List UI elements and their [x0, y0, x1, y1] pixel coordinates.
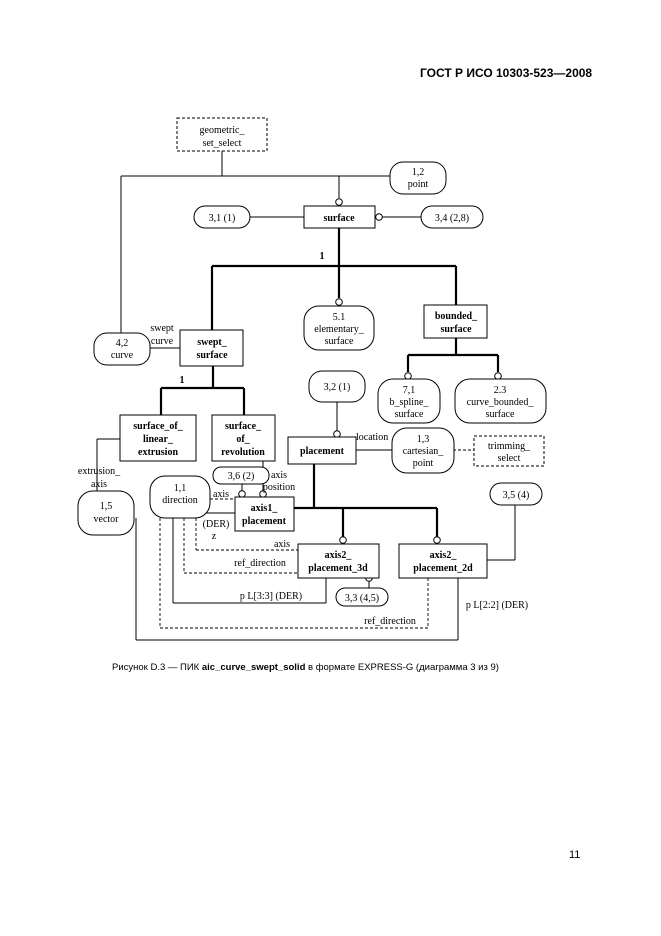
caption-suffix: в формате EXPRESS-G (диаграмма 3 из 9) — [305, 662, 499, 673]
z-label: z — [212, 531, 217, 542]
figure-caption: Рисунок D.3 — ПИК aic_curve_swept_solid … — [112, 662, 499, 673]
svg-text:surface_of_: surface_of_ — [133, 421, 183, 432]
location-label: location — [356, 432, 388, 443]
extrusion-axis-label-2: axis — [91, 479, 107, 490]
svg-text:elementary_: elementary_ — [314, 324, 364, 335]
ref-direction: 1,1 direction — [149, 475, 211, 519]
caption-prefix: Рисунок D.3 — ПИК — [112, 662, 202, 673]
ref-3-6: 3,6 (2) — [212, 466, 270, 485]
ref-curve-4-2: 4,2 curve — [93, 332, 151, 366]
ref-3-2: 3,2 (1) — [308, 370, 366, 403]
ref-3-5: 3,5 (4) — [489, 482, 543, 506]
svg-text:1,5: 1,5 — [100, 501, 113, 512]
svg-text:b_spline_: b_spline_ — [390, 397, 430, 408]
p-2-2-label: p L[2:2] (DER) — [466, 600, 528, 611]
svg-text:direction: direction — [162, 495, 198, 506]
ref-direction-2d-label: ref_direction — [364, 616, 416, 627]
swept-curve-label-2: curve — [151, 336, 174, 347]
ref-elementary-surface: 5.1 elementary_ surface — [303, 305, 375, 351]
svg-text:revolution: revolution — [221, 447, 265, 458]
svg-text:bounded_: bounded_ — [435, 311, 478, 322]
svg-text:placement: placement — [242, 516, 287, 527]
svg-text:placement_3d: placement_3d — [308, 563, 368, 574]
entity-bounded-surface: bounded_ surface — [423, 304, 488, 339]
svg-text:point: point — [413, 458, 434, 469]
entity-placement: placement — [287, 436, 357, 465]
svg-text:cartesian_: cartesian_ — [403, 446, 445, 457]
ref-3-1: 3,1 (1) — [193, 205, 251, 229]
connector-lines — [96, 151, 516, 641]
entity-swept-surface: swept_ surface — [179, 329, 244, 367]
geometric-set-select-box: geometric_ set_select — [176, 117, 268, 152]
svg-text:surface: surface — [440, 324, 472, 335]
svg-text:axis2_: axis2_ — [430, 550, 458, 561]
document-header: ГОСТ Р ИСО 10303-523—2008 — [420, 66, 593, 80]
p-3-3-label: p L[3:3] (DER) — [240, 591, 302, 602]
svg-text:4,2: 4,2 — [116, 338, 129, 349]
svg-text:curve: curve — [111, 350, 134, 361]
ref-3-3: 3,3 (4,5) — [335, 587, 389, 607]
svg-text:1,3: 1,3 — [417, 434, 430, 445]
attribute-labels: 1 1 swept curve extrusion_ axis location… — [78, 251, 528, 627]
geometric-set-select-line2: set_select — [203, 138, 242, 149]
cardinality-one-surface: 1 — [320, 251, 325, 262]
svg-text:7,1: 7,1 — [403, 385, 416, 396]
entity-surface-of-revolution: surface_ of_ revolution — [211, 414, 276, 462]
svg-text:2.3: 2.3 — [494, 385, 507, 396]
svg-text:3,3 (4,5): 3,3 (4,5) — [345, 593, 379, 604]
caption-bold-name: aic_curve_swept_solid — [201, 662, 306, 673]
svg-text:linear_: linear_ — [143, 434, 174, 445]
svg-text:3,5 (4): 3,5 (4) — [503, 490, 530, 501]
trimming-select-line1: trimming_ — [488, 441, 531, 452]
ref-b-spline-surface: 7,1 b_spline_ surface — [377, 378, 441, 424]
svg-text:3,1 (1): 3,1 (1) — [209, 213, 236, 224]
der-label: (DER) — [203, 519, 230, 530]
page-number: 11 — [569, 849, 581, 861]
ref-point-1-2: 1,2 point — [389, 161, 447, 195]
axis-label-3d: axis — [274, 539, 290, 550]
svg-text:3,6 (2): 3,6 (2) — [228, 471, 255, 482]
svg-text:surface: surface — [486, 409, 515, 420]
ref-3-4: 3,4 (2,8) — [420, 205, 484, 229]
ref-direction-3d-label: ref_direction — [234, 558, 286, 569]
extrusion-axis-label-1: extrusion_ — [78, 466, 121, 477]
svg-text:swept_: swept_ — [197, 337, 227, 348]
swept-curve-label-1: swept — [150, 323, 174, 334]
svg-text:5.1: 5.1 — [333, 312, 346, 323]
axis-position-label-1: axis — [271, 470, 287, 481]
entity-surface: surface — [303, 205, 376, 229]
trimming-select-box: trimming_ select — [473, 435, 545, 467]
geometric-set-select-line1: geometric_ — [200, 125, 246, 136]
entity-axis2-placement-3d: axis2_ placement_3d — [297, 543, 380, 579]
svg-text:surface: surface — [323, 213, 355, 224]
svg-text:surface: surface — [325, 336, 354, 347]
svg-text:1,1: 1,1 — [174, 483, 187, 494]
svg-text:axis2_: axis2_ — [325, 550, 353, 561]
svg-text:3,2 (1): 3,2 (1) — [324, 382, 351, 393]
ref-vector: 1,5 vector — [77, 490, 135, 536]
trimming-select-line2: select — [498, 453, 521, 464]
svg-text:axis1_: axis1_ — [251, 503, 279, 514]
svg-text:surface_: surface_ — [225, 421, 262, 432]
ref-curve-bounded-surface: 2.3 curve_bounded_ surface — [454, 378, 547, 424]
svg-text:surface: surface — [395, 409, 424, 420]
axis-label-small: axis — [213, 489, 229, 500]
svg-text:surface: surface — [196, 350, 228, 361]
svg-text:placement_2d: placement_2d — [413, 563, 473, 574]
entity-axis1-placement: axis1_ placement — [234, 496, 295, 532]
svg-text:extrusion: extrusion — [138, 447, 178, 458]
entity-axis2-placement-2d: axis2_ placement_2d — [398, 543, 488, 579]
cardinality-one-swept: 1 — [180, 375, 185, 386]
svg-text:placement: placement — [300, 446, 345, 457]
svg-text:point: point — [408, 179, 429, 190]
svg-text:3,4 (2,8): 3,4 (2,8) — [435, 213, 469, 224]
svg-text:1,2: 1,2 — [412, 167, 425, 178]
svg-text:curve_bounded_: curve_bounded_ — [467, 397, 535, 408]
entity-surface-of-linear-extrusion: surface_of_ linear_ extrusion — [119, 414, 197, 462]
svg-text:of_: of_ — [236, 434, 250, 445]
svg-text:vector: vector — [94, 514, 120, 525]
axis-position-label-2: position — [263, 482, 295, 493]
ref-cartesian-point: 1,3 cartesian_ point — [391, 427, 455, 474]
